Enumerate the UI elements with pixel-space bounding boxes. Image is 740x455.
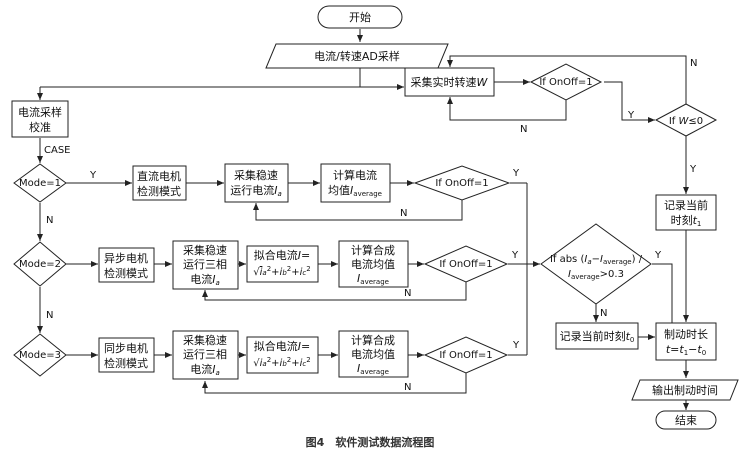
calibration-node: 电流采样 校准 [11, 100, 69, 138]
svg-text:异步电机: 异步电机 [104, 251, 148, 265]
svg-text:Iaverage: Iaverage [357, 272, 389, 286]
label-n-onoff2: N [404, 288, 411, 299]
svg-text:检测模式: 检测模式 [104, 266, 148, 280]
svg-text:Iaverage>0.3: Iaverage>0.3 [568, 269, 624, 281]
label-n-w: N [690, 58, 697, 69]
svg-text:检测模式: 检测模式 [137, 184, 181, 198]
svg-text:电流均值: 电流均值 [351, 257, 395, 271]
svg-text:If OnOff=1: If OnOff=1 [539, 77, 592, 88]
start-node: 开始 [317, 5, 403, 29]
svg-text:采集稳速: 采集稳速 [234, 168, 278, 182]
svg-text:电流均值: 电流均值 [351, 347, 395, 361]
svg-text:计算合成: 计算合成 [351, 243, 395, 257]
record-t1-node: 记录当前 时刻t1 [655, 194, 717, 231]
svg-text:计算电流: 计算电流 [333, 168, 377, 182]
label-y-abs: Y [654, 250, 662, 261]
onoff1-decision: If OnOff=1 [413, 165, 511, 201]
output-node: 输出制动时间 [631, 379, 739, 401]
svg-text:制动时长: 制动时长 [664, 328, 708, 341]
svg-text:Iaverage: Iaverage [357, 362, 389, 376]
branch-labels: Y N N Y Y N N Y N Y N Y N Y N [46, 58, 697, 393]
label-y-onoff-top: Y [627, 110, 635, 121]
async-mode-node: 异步电机 检测模式 [98, 247, 155, 283]
label-y-w: Y [689, 164, 697, 175]
svg-text:结束: 结束 [675, 414, 697, 427]
label-y-mode1: Y [89, 170, 97, 181]
svg-text:Mode=3: Mode=3 [19, 350, 61, 361]
onoff3-decision: If OnOff=1 [423, 336, 509, 374]
svg-text:输出制动时间: 输出制动时间 [652, 383, 718, 397]
abs-condition-decision: If abs (Ia−Iaverage) / Iaverage>0.3 [540, 223, 652, 305]
figure-caption: 图4 软件测试数据流程图 [305, 436, 435, 449]
svg-text:If OnOff=1: If OnOff=1 [439, 259, 492, 270]
svg-text:If OnOff=1: If OnOff=1 [439, 350, 492, 361]
svg-text:If OnOff=1: If OnOff=1 [435, 178, 488, 189]
w-le-zero-decision: If W≤0 [654, 103, 718, 137]
dc-mode-node: 直流电机 检测模式 [132, 165, 187, 201]
svg-text:电流Ia: 电流Ia [190, 362, 220, 377]
label-n-onoff1: N [400, 208, 407, 219]
svg-text:记录当前: 记录当前 [664, 198, 708, 212]
svg-text:校准: 校准 [29, 120, 51, 134]
svg-text:时刻t1: 时刻t1 [671, 213, 702, 228]
svg-text:检测模式: 检测模式 [104, 356, 148, 370]
collect-three-phase-node-row2: 采集稳速 运行三相 电流Ia [172, 240, 239, 290]
mode3-decision: Mode=3 [13, 333, 67, 377]
collect-three-phase-node-row3: 采集稳速 运行三相 电流Ia [172, 330, 239, 380]
label-n-mode2: N [46, 310, 53, 321]
svg-text:运行电流Ia: 运行电流Ia [230, 183, 282, 198]
svg-text:计算合成: 计算合成 [351, 333, 395, 347]
svg-text:电流/转速AD采样: 电流/转速AD采样 [314, 49, 400, 63]
record-t0-node: 记录当前时刻t0 [555, 322, 639, 350]
sync-mode-node: 同步电机 检测模式 [98, 337, 155, 373]
svg-text:拟合电流I=: 拟合电流I= [254, 339, 310, 353]
calc-combined-node-row2: 计算合成 电流均值 Iaverage [338, 240, 409, 288]
svg-text:Mode=2: Mode=2 [19, 259, 61, 270]
label-n-abs: N [600, 308, 607, 319]
svg-text:直流电机: 直流电机 [137, 169, 181, 183]
end-node: 结束 [655, 410, 717, 430]
label-n-onoff3: N [404, 382, 411, 393]
label-n-onoff-top: N [520, 124, 527, 135]
svg-text:If W≤0: If W≤0 [669, 116, 703, 127]
label-y-onoff3: Y [512, 340, 520, 351]
svg-text:拟合电流I=: 拟合电流I= [254, 248, 310, 262]
svg-text:t=t1−t0: t=t1−t0 [666, 343, 706, 357]
svg-text:采集稳速: 采集稳速 [183, 243, 227, 257]
label-y-onoff1: Y [512, 168, 520, 179]
flowchart: Y N N Y Y N N Y N Y N Y N Y N 开始 电流/转速AD… [11, 5, 739, 430]
onoff-top-decision: If OnOff=1 [529, 63, 603, 101]
svg-text:Mode=1: Mode=1 [19, 178, 61, 189]
svg-text:开始: 开始 [349, 10, 371, 24]
svg-text:√ia2+ib2+ic2: √ia2+ib2+ic2 [253, 265, 311, 278]
realtime-speed-node: 采集实时转速W [404, 67, 495, 97]
fit-current-node-row2: 拟合电流I= √ia2+ib2+ic2 [246, 245, 319, 283]
mode2-decision: Mode=2 [13, 241, 67, 287]
collect-ia-node: 采集稳速 运行电流Ia [224, 163, 289, 203]
svg-text:采集实时转速W: 采集实时转速W [411, 75, 489, 89]
ad-sample-node: 电流/转速AD采样 [265, 43, 449, 69]
svg-text:记录当前时刻t0: 记录当前时刻t0 [560, 329, 635, 344]
calc-combined-node-row3: 计算合成 电流均值 Iaverage [338, 330, 409, 378]
svg-text:√ia2+ib2+ic2: √ia2+ib2+ic2 [253, 356, 311, 369]
svg-text:运行三相: 运行三相 [183, 258, 227, 271]
fit-current-node-row3: 拟合电流I= √ia2+ib2+ic2 [246, 336, 319, 374]
label-n-mode1: N [46, 215, 53, 226]
mode1-decision: Mode=1 [13, 163, 67, 203]
connectors [37, 29, 689, 410]
label-y-onoff2: Y [511, 250, 519, 261]
svg-text:电流采样: 电流采样 [18, 105, 62, 119]
onoff2-decision: If OnOff=1 [423, 245, 509, 283]
brake-duration-node: 制动时长 t=t1−t0 [655, 322, 717, 361]
svg-text:同步电机: 同步电机 [104, 341, 148, 355]
svg-text:采集稳速: 采集稳速 [183, 333, 227, 347]
svg-text:运行三相: 运行三相 [183, 348, 227, 361]
calc-avg-node: 计算电流 均值Iaverage [320, 163, 391, 203]
svg-text:电流Ia: 电流Ia [190, 272, 220, 287]
case-label: CASE [44, 145, 71, 156]
